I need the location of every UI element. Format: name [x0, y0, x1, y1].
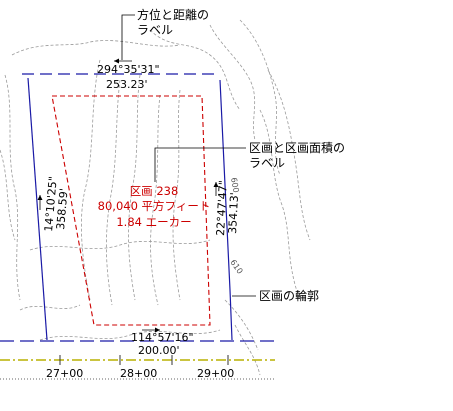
contour-label-610: 610	[228, 258, 244, 276]
right-bearing-distance: 22°47'47" 354.13'	[213, 180, 241, 236]
parcel-label: 区画 238 80,040 平方フィート 1.84 エーカー	[98, 184, 211, 229]
right-bearing-label: 22°47'47"	[214, 180, 230, 236]
top-bearing-label: 294°35'31"	[97, 63, 160, 76]
parcel-right-line	[219, 79, 233, 341]
callout-bearing-distance-line1: 方位と距離の	[137, 7, 209, 22]
terrain-contours	[0, 19, 311, 376]
station-label-2800: 28+00	[120, 367, 157, 380]
parcel-left-line	[27, 77, 48, 341]
callout-parcel-outline: 区画の輪郭	[259, 288, 319, 303]
left-bearing-label: 14°10'25"	[42, 176, 60, 232]
callout-leaders	[121, 14, 256, 297]
parcel-outline	[0, 73, 275, 342]
station-label-2700: 27+00	[46, 367, 83, 380]
callout-parcel-area: 区画と区画面積の ラベル	[249, 140, 349, 170]
parcel-boundary	[51, 95, 211, 326]
bottom-bearing-distance: 114°57'16" 200.00'	[131, 327, 194, 357]
left-distance-label: 358.59'	[54, 188, 71, 230]
parcel-name: 区画 238	[130, 184, 179, 198]
station-label-2900: 29+00	[197, 367, 234, 380]
parcel-area-leader	[154, 147, 246, 182]
callout-bearing-distance: 方位と距離の ラベル	[137, 7, 213, 37]
bottom-bearing-label: 114°57'16"	[131, 331, 194, 344]
bearing-distance-leader	[121, 14, 135, 60]
contour-label-600: 600	[229, 177, 241, 194]
top-distance-label: 253.23'	[106, 78, 148, 91]
callout-parcel-area-line2: ラベル	[249, 156, 285, 170]
top-bearing-distance: 294°35'31" 253.23'	[97, 58, 160, 91]
callout-bearing-distance-line2: ラベル	[137, 23, 173, 37]
parcel-area-sqft: 80,040 平方フィート	[98, 199, 211, 213]
parcel-area-acre: 1.84 エーカー	[116, 215, 191, 229]
callout-parcel-area-line1: 区画と区画面積の	[249, 140, 345, 155]
alignment	[0, 355, 275, 380]
left-bearing-distance: 14°10'25" 358.59'	[37, 176, 71, 232]
right-distance-label: 354.13'	[226, 192, 241, 234]
bottom-distance-label: 200.00'	[138, 344, 180, 357]
